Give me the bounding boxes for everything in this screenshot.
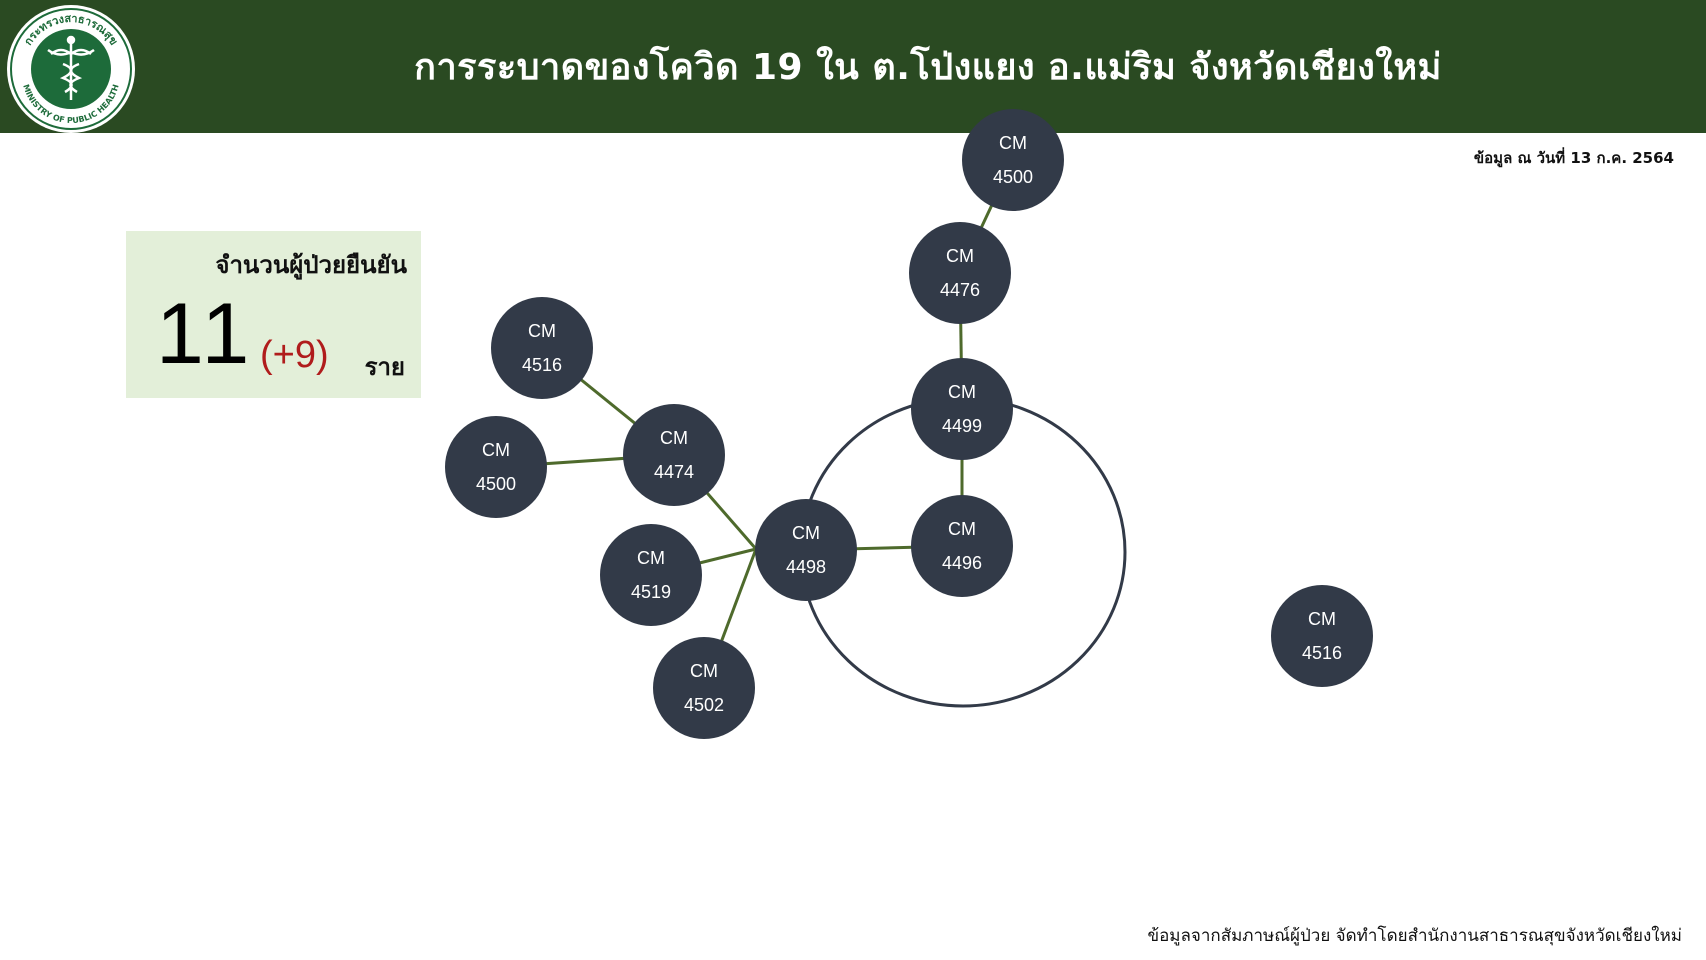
source-footer: ข้อมูลจากสัมภาษณ์ผู้ป่วย จัดทำโดยสำนักงา… bbox=[1147, 926, 1682, 946]
case-node-4476: CM 4476 bbox=[909, 222, 1011, 324]
case-node-number: 4502 bbox=[684, 695, 724, 715]
case-node-prefix: CM bbox=[948, 519, 976, 539]
page-title: การระบาดของโควิด 19 ใน ต.โป่งแยง อ.แม่ริ… bbox=[414, 47, 1442, 88]
case-node-circle bbox=[909, 222, 1011, 324]
case-node-number: 4498 bbox=[786, 557, 826, 577]
case-node-number: 4474 bbox=[654, 462, 694, 482]
case-node-4499: CM 4499 bbox=[911, 358, 1013, 460]
case-node-circle bbox=[491, 297, 593, 399]
case-node-number: 4476 bbox=[940, 280, 980, 300]
case-node-number: 4516 bbox=[1302, 643, 1342, 663]
case-node-prefix: CM bbox=[792, 523, 820, 543]
case-node-circle bbox=[600, 524, 702, 626]
case-node-4496: CM 4496 bbox=[911, 495, 1013, 597]
case-node-prefix: CM bbox=[1308, 609, 1336, 629]
case-node-prefix: CM bbox=[528, 321, 556, 341]
ministry-seal-logo: กระทรวงสาธารณสุข MINISTRY OF PUBLIC HEAL… bbox=[7, 5, 135, 133]
confirmed-cases-label: จำนวนผู้ป่วยยืนยัน bbox=[215, 251, 407, 279]
case-node-4500: CM 4500 bbox=[962, 109, 1064, 211]
case-node-circle bbox=[1271, 585, 1373, 687]
case-node-number: 4500 bbox=[476, 474, 516, 494]
case-node-prefix: CM bbox=[999, 133, 1027, 153]
case-node-prefix: CM bbox=[948, 382, 976, 402]
case-node-4516: CM 4516 bbox=[491, 297, 593, 399]
case-node-circle bbox=[623, 404, 725, 506]
case-node-prefix: CM bbox=[946, 246, 974, 266]
case-node-circle bbox=[911, 358, 1013, 460]
case-node-circle bbox=[653, 637, 755, 739]
case-node-4516: CM 4516 bbox=[1271, 585, 1373, 687]
nodes-layer: CM4500CM4476CM4499CM4496CM4498CM4474CM45… bbox=[445, 109, 1373, 739]
case-node-prefix: CM bbox=[660, 428, 688, 448]
case-node-number: 4519 bbox=[631, 582, 671, 602]
case-node-prefix: CM bbox=[482, 440, 510, 460]
confirmed-cases-unit: ราย bbox=[364, 353, 405, 381]
case-node-prefix: CM bbox=[637, 548, 665, 568]
case-node-circle bbox=[445, 416, 547, 518]
case-node-4519: CM 4519 bbox=[600, 524, 702, 626]
confirmed-cases-value: 11 bbox=[156, 286, 254, 382]
case-node-circle bbox=[755, 499, 857, 601]
confirmed-cases-delta: (+9) bbox=[260, 334, 329, 376]
case-node-number: 4500 bbox=[993, 167, 1033, 187]
header-bar: กระทรวงสาธารณสุข MINISTRY OF PUBLIC HEAL… bbox=[0, 0, 1706, 133]
case-node-number: 4496 bbox=[942, 553, 982, 573]
case-node-number: 4516 bbox=[522, 355, 562, 375]
data-date-note: ข้อมูล ณ วันที่ 13 ก.ค. 2564 bbox=[1473, 149, 1674, 167]
case-node-4500: CM 4500 bbox=[445, 416, 547, 518]
case-node-number: 4499 bbox=[942, 416, 982, 436]
case-node-4474: CM 4474 bbox=[623, 404, 725, 506]
confirmed-cases-box: จำนวนผู้ป่วยยืนยัน 11 (+9) ราย bbox=[126, 231, 421, 398]
case-node-4498: CM 4498 bbox=[755, 499, 857, 601]
case-node-prefix: CM bbox=[690, 661, 718, 681]
case-node-circle bbox=[962, 109, 1064, 211]
caduceus-icon bbox=[47, 35, 95, 100]
case-node-circle bbox=[911, 495, 1013, 597]
case-node-4502: CM 4502 bbox=[653, 637, 755, 739]
